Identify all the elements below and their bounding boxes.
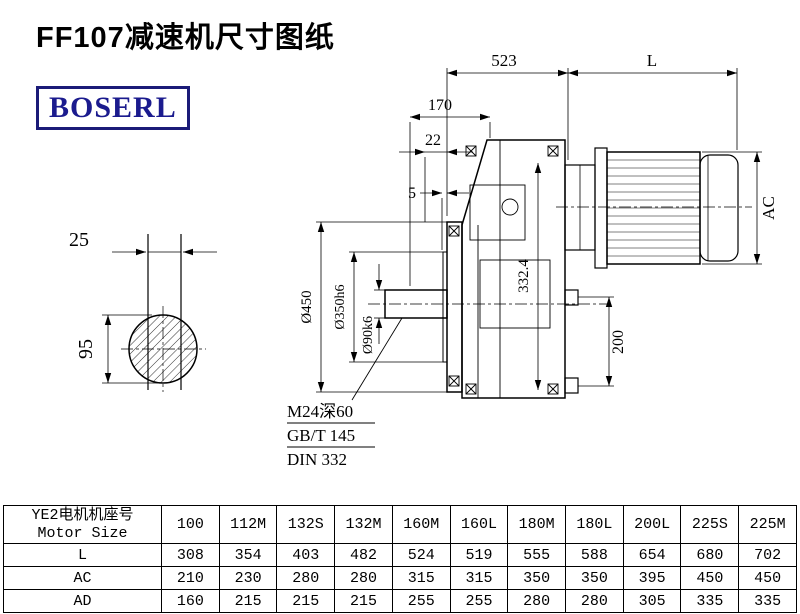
column-header: 225M <box>738 505 797 544</box>
table-cell: 215 <box>218 589 278 613</box>
brand-logo-text: BOSERL <box>49 91 177 124</box>
table-row: AD 160 215 215 215 255 255 280 280 305 3… <box>3 589 797 613</box>
table-cell: 354 <box>218 543 278 567</box>
table-cell: 215 <box>276 589 336 613</box>
table-cell: 450 <box>680 566 740 590</box>
table-cell: 215 <box>334 589 393 613</box>
dim-AC-label: AC <box>759 196 778 220</box>
table-cell: 305 <box>622 589 682 613</box>
dim-200-label: 200 <box>610 330 627 354</box>
dim-d90-label: Ø90k6 <box>361 316 376 354</box>
table-cell: 350 <box>565 566 624 590</box>
table-header-row: YE2电机机座号 Motor Size 100 112M 132S 132M 1… <box>3 505 797 544</box>
table-cell: 255 <box>449 589 509 613</box>
table-cell: 280 <box>507 589 567 613</box>
dim-d350-label: Ø350h6 <box>333 284 348 329</box>
table-cell: 280 <box>334 566 393 590</box>
row-label: AC <box>3 566 162 590</box>
table-cell: 519 <box>449 543 509 567</box>
table-cell: 210 <box>161 566 220 590</box>
table-row: AC 210 230 280 280 315 315 350 350 395 4… <box>3 566 797 590</box>
table-cell: 335 <box>680 589 740 613</box>
dim-95-label: 95 <box>75 339 97 359</box>
column-header: 225S <box>680 505 740 544</box>
table-cell: 395 <box>622 566 682 590</box>
dim-170-label: 170 <box>428 97 452 114</box>
table-cell: 280 <box>276 566 336 590</box>
column-header: 160M <box>391 505 451 544</box>
motor-size-header-cn: YE2电机机座号 <box>31 506 134 524</box>
table-cell: 654 <box>622 543 682 567</box>
column-header: 180M <box>507 505 567 544</box>
dim-5-label: 5 <box>408 185 416 202</box>
column-header: 112M <box>218 505 278 544</box>
motor-size-header-en: Motor Size <box>37 524 128 542</box>
table-cell: 555 <box>507 543 567 567</box>
dim-L-label: L <box>647 51 657 70</box>
dim-523-label: 523 <box>491 51 517 70</box>
table-cell: 680 <box>680 543 740 567</box>
note-thread: M24深60 <box>287 402 353 421</box>
gearbox-main-view <box>368 139 752 399</box>
table-cell: 160 <box>161 589 220 613</box>
table-cell: 403 <box>276 543 336 567</box>
shaft-end-view <box>121 234 206 392</box>
column-header: 132S <box>276 505 336 544</box>
motor-size-header-cell: YE2电机机座号 Motor Size <box>3 505 162 544</box>
table-row: L 308 354 403 482 524 519 555 588 654 68… <box>3 543 797 567</box>
dimension-labels: 523 L 170 22 5 25 95 AC 332.4 200 Ø450 Ø… <box>69 51 778 469</box>
table-cell: 702 <box>738 543 797 567</box>
column-header: 132M <box>334 505 393 544</box>
dim-332-label: 332.4 <box>516 259 532 293</box>
dimension-drawing: 523 L 170 22 5 25 95 AC 332.4 200 Ø450 Ø… <box>69 51 778 469</box>
table-cell: 588 <box>565 543 624 567</box>
page-title: FF107减速机尺寸图纸 <box>36 22 335 54</box>
dim-25-label: 25 <box>69 229 89 251</box>
table-cell: 280 <box>565 589 624 613</box>
dim-22-label: 22 <box>425 132 441 149</box>
table-cell: 308 <box>161 543 220 567</box>
row-label: L <box>3 543 162 567</box>
section-mark-icons <box>448 145 559 395</box>
column-header: 180L <box>565 505 624 544</box>
table-cell: 315 <box>449 566 509 590</box>
table-cell: 315 <box>391 566 451 590</box>
dimension-annotations <box>102 68 762 448</box>
table-cell: 524 <box>391 543 451 567</box>
note-din: DIN 332 <box>287 450 347 469</box>
note-gb: GB/T 145 <box>287 426 355 445</box>
table-cell: 255 <box>391 589 451 613</box>
row-label: AD <box>3 589 162 613</box>
table-cell: 230 <box>218 566 278 590</box>
column-header: 200L <box>622 505 682 544</box>
table-cell: 482 <box>334 543 393 567</box>
motor-view <box>564 147 739 269</box>
table-cell: 450 <box>738 566 797 590</box>
column-header: 100 <box>161 505 220 544</box>
dim-d450-label: Ø450 <box>299 290 315 323</box>
table-cell: 335 <box>738 589 797 613</box>
motor-dimension-table: YE2电机机座号 Motor Size 100 112M 132S 132M 1… <box>3 505 797 613</box>
table-cell: 350 <box>507 566 567 590</box>
motor-fins <box>607 159 700 257</box>
column-header: 160L <box>449 505 509 544</box>
brand-logo: BOSERL <box>36 86 190 130</box>
